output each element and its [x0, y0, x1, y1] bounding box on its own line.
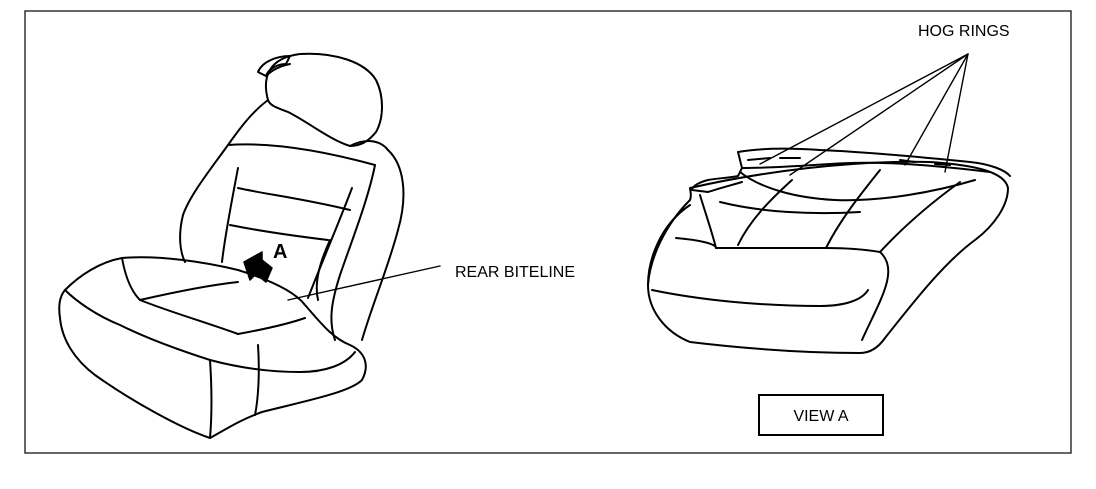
- rear-biteline-leader: [287, 265, 441, 301]
- view-caption-box: [758, 394, 884, 436]
- seat-cover-flap: [691, 147, 1011, 193]
- seat-illustration: [58, 52, 441, 439]
- hog-rings-label: HOG RINGS: [918, 23, 1010, 40]
- cushion-body: [647, 160, 1009, 354]
- seat-cushion: [58, 256, 367, 439]
- view-direction-arrow-icon: [243, 251, 273, 283]
- view-a-illustration: [647, 53, 1011, 354]
- figure-frame: [24, 10, 1072, 454]
- rear-biteline-label: REAR BITELINE: [455, 264, 575, 281]
- view-marker-label: A: [273, 241, 287, 263]
- seat-back: [179, 99, 405, 341]
- hog-ring-leaders: [759, 53, 969, 176]
- view-caption-label: VIEW A: [793, 408, 848, 425]
- headrest: [257, 52, 383, 147]
